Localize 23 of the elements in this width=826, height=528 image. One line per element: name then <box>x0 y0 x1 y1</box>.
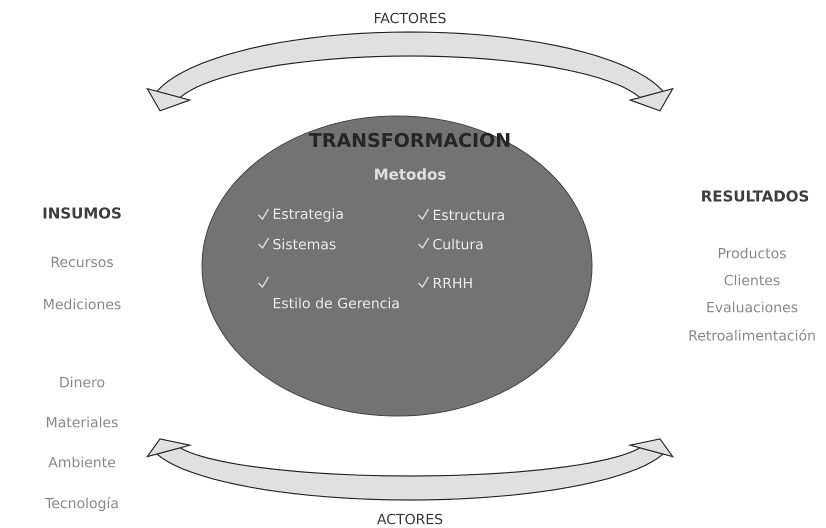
check-item: Estrategia <box>274 208 343 222</box>
list-item: Ambiente <box>48 456 116 468</box>
check-item: Cultura <box>433 238 482 250</box>
check-item: RRHH <box>434 278 472 288</box>
caption: FACTORES <box>374 12 446 24</box>
list-item: Recursos <box>52 256 113 268</box>
check-item: Estilo de Gerencia <box>274 298 399 308</box>
column-heading: RESULTADOS <box>702 190 808 202</box>
list-item: Clientes <box>724 274 780 286</box>
list-item: Retroalimentación <box>690 329 815 341</box>
check-item: Estructura <box>434 210 504 220</box>
heading: TRANSFORMACION <box>308 132 510 148</box>
list-item: Tecnología <box>45 496 118 512</box>
list-item: Productos <box>718 248 786 258</box>
list-item: Evaluaciones <box>707 302 798 312</box>
list-item: Materiales <box>47 416 118 428</box>
column-heading: INSUMOS <box>44 207 121 219</box>
sphere <box>202 116 592 416</box>
check-item: Sistemas <box>273 238 336 250</box>
caption: ACTORES <box>377 514 442 524</box>
list-item: Mediciones <box>44 298 121 310</box>
subheading: Metodos <box>375 168 446 180</box>
list-item: Dinero <box>60 376 104 388</box>
